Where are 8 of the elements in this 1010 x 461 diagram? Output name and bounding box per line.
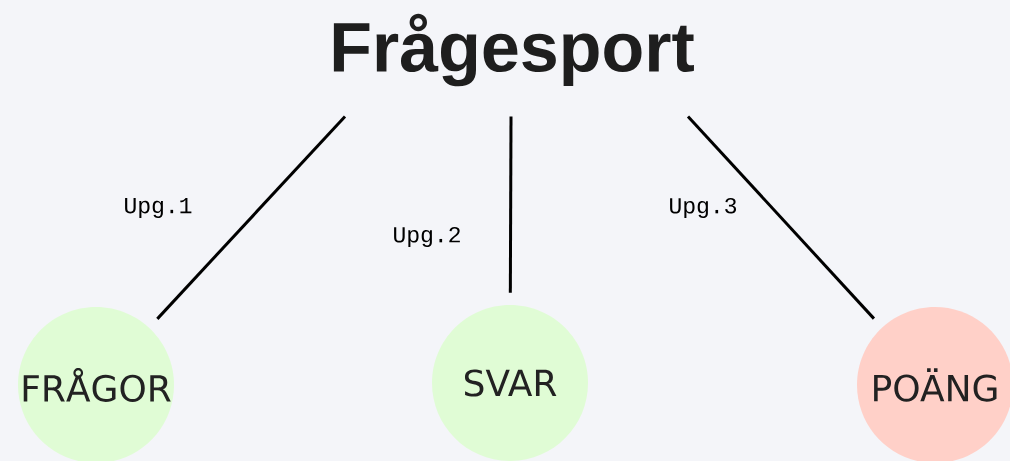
title-text: Frågesport bbox=[333, 13, 694, 87]
edge-label: Upg.2 bbox=[394, 226, 460, 248]
circle-node: SVAR bbox=[432, 305, 588, 461]
line bbox=[508, 116, 513, 293]
edge-label: Upg.1 bbox=[125, 198, 192, 218]
line bbox=[686, 115, 876, 320]
edge-label: Upg.3 bbox=[670, 197, 737, 219]
line bbox=[156, 115, 347, 320]
